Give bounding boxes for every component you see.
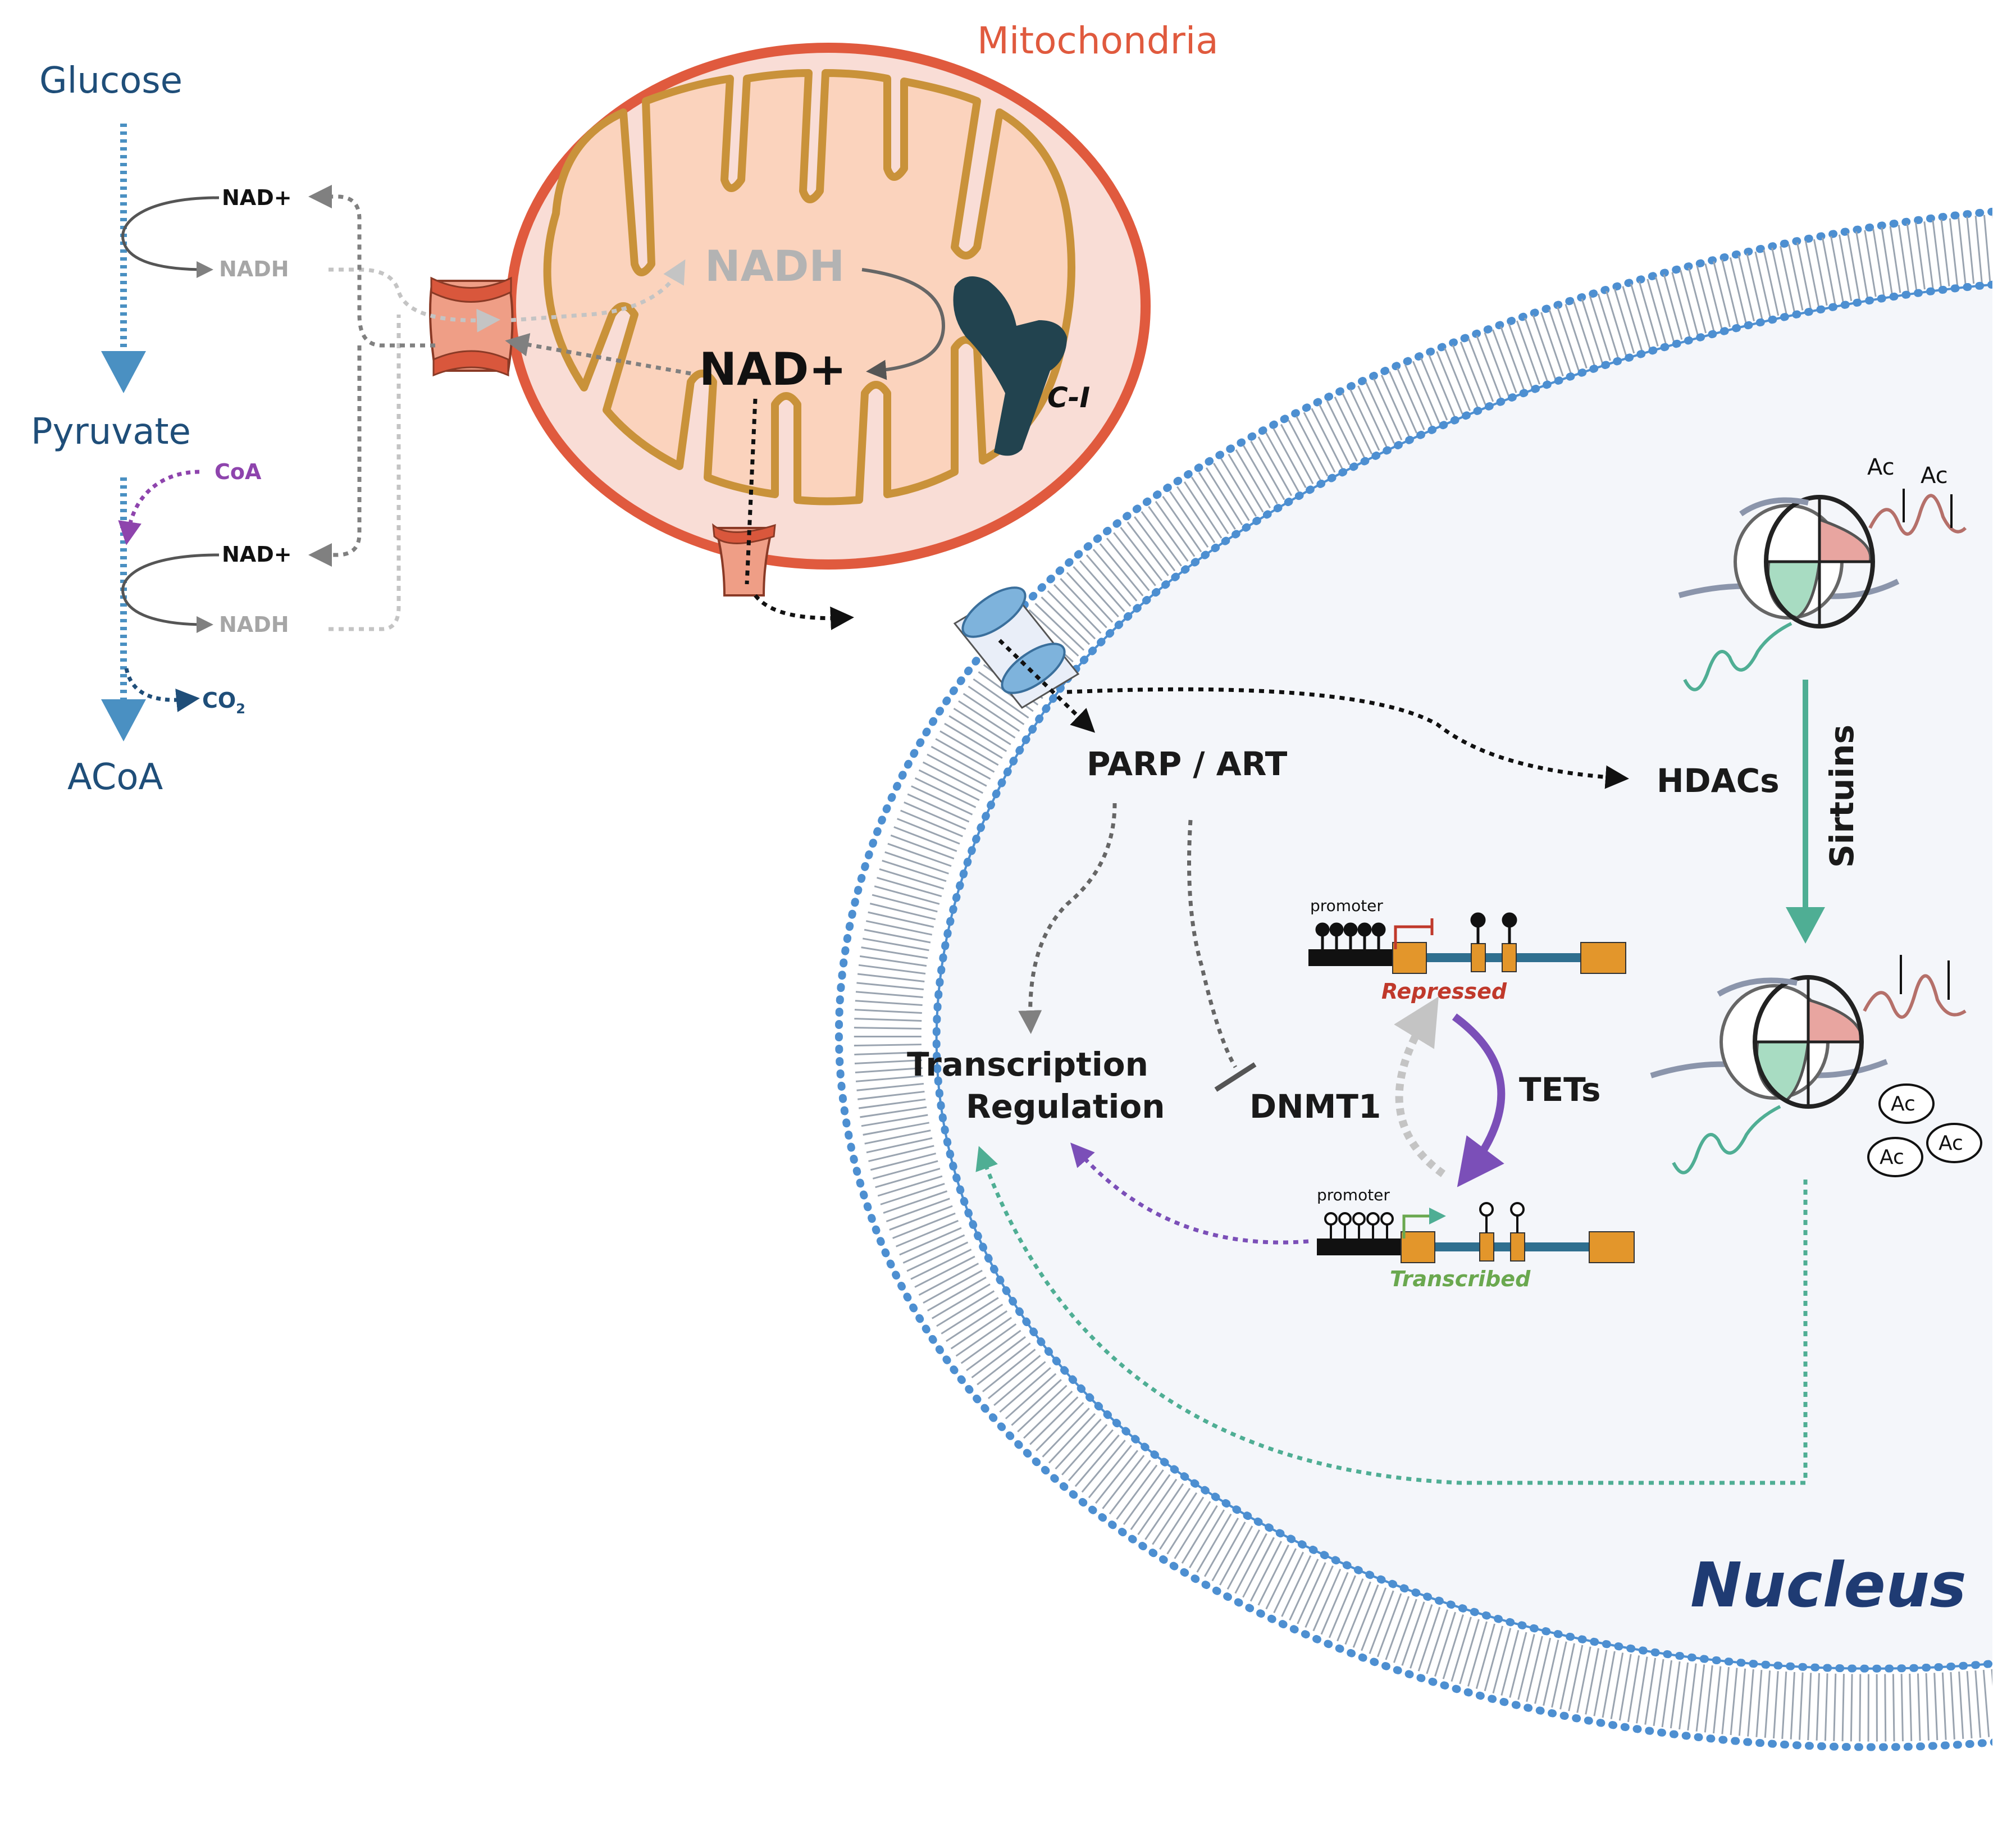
nucleus (834, 207, 1992, 1751)
label-hdacs: HDACs (1657, 762, 1780, 800)
inhibit-parp-dnmt1 (1187, 819, 1238, 1068)
co2-sub: 2 (236, 701, 245, 717)
label-ac-free-1: Ac (1891, 1092, 1915, 1115)
arrow-parp-to-transcription (1018, 803, 1117, 1034)
label-pyruvate: Pyruvate (31, 411, 191, 453)
unmethyl-marks-transcribed (1324, 1202, 1525, 1238)
nad-nadh-loop-top (121, 196, 220, 278)
mitochondrion (506, 43, 1151, 570)
label-promoter-top: promoter (1310, 896, 1383, 915)
ac-bubble-3 (1926, 1123, 1982, 1163)
label-ac-top-2: Ac (1921, 463, 1948, 489)
co2-arrow (124, 668, 200, 712)
label-ac-free-2: Ac (1880, 1146, 1904, 1169)
mito-transporter-left (429, 276, 514, 377)
label-dnmt1: DNMT1 (1249, 1087, 1381, 1126)
nad-nadh-loop-mid (121, 553, 220, 633)
label-nucleus: Nucleus (1690, 1549, 1967, 1621)
label-parp: PARP / ART (1087, 745, 1288, 783)
arrow-tets (1452, 1013, 1506, 1187)
label-nadh-mid: NADH (219, 612, 289, 637)
pathway-arrowhead-1 (101, 351, 146, 393)
inhibit-bar-dnmt1 (1214, 1062, 1257, 1092)
glycolysis-pathway (101, 124, 220, 741)
gene-repressed (1308, 912, 1626, 974)
text-labels: Glucose Pyruvate ACoA NAD+ NADH CoA NAD+… (31, 19, 1967, 1621)
arrow-nad-to-bottom-transporter (745, 398, 758, 585)
label-transcription-line2: Regulation (966, 1087, 1165, 1126)
label-nad-top: NAD+ (222, 185, 292, 210)
arrow-dnmt1-cycle (1394, 996, 1446, 1177)
shuttle-arrows (308, 185, 1629, 789)
arrow-mito-to-nad-top (308, 185, 435, 348)
nuclear-pore (953, 586, 1080, 709)
arrow-histone-to-regulation (975, 1146, 1808, 1485)
arrow-mito-to-pore (754, 594, 854, 630)
nuclear-envelope-inner-line (935, 283, 1992, 1670)
label-ac-free-3: Ac (1939, 1132, 1963, 1155)
nuclear-arrows (975, 680, 1825, 1485)
arrow-nadh-mid-to-mito (329, 315, 401, 631)
label-transcription-line1: Transcription (907, 1045, 1148, 1083)
label-nadh-top: NADH (219, 257, 289, 281)
label-promoter-bottom: promoter (1317, 1186, 1390, 1204)
label-sirtuins: Sirtuins (1823, 725, 1861, 868)
label-nad-mid: NAD+ (222, 542, 292, 567)
gene-transcribed (1317, 1202, 1635, 1263)
label-complex1: C-I (1047, 381, 1090, 414)
nuclear-envelope-outer (834, 207, 1992, 1751)
label-ac-top-1: Ac (1867, 454, 1895, 480)
arrow-nadh-to-nad-ci (861, 268, 946, 380)
label-transcribed: Transcribed (1390, 1267, 1531, 1291)
label-mitochondria: Mitochondria (977, 19, 1219, 62)
label-coa: CoA (215, 459, 262, 484)
coa-arrow (118, 470, 200, 545)
nucleosome-deacetylated (1650, 955, 1982, 1177)
complex-i (953, 276, 1067, 456)
label-mito-nadh: NADH (705, 241, 845, 291)
label-acoa: ACoA (67, 757, 163, 798)
nucleosome-acetylated (1678, 489, 1967, 691)
label-co2: CO2 (202, 688, 245, 717)
repressed-tss (1394, 918, 1434, 949)
arrowhead-sirtuins (1786, 907, 1825, 944)
arrow-nadh-to-mito (329, 267, 500, 333)
label-mito-nad: NAD+ (699, 343, 846, 395)
co2-main: CO (202, 688, 236, 713)
methyl-marks-repressed (1315, 912, 1517, 949)
ac-bubble-2 (1867, 1137, 1923, 1177)
label-tets: TETs (1519, 1071, 1601, 1109)
arrow-pore-to-hdacs (1066, 687, 1629, 789)
label-glucose: Glucose (39, 60, 183, 102)
arrow-mito-to-nad-mid (308, 345, 362, 567)
label-repressed: Repressed (1381, 979, 1507, 1004)
nuclear-envelope-lipids (854, 214, 1992, 1742)
mito-transporter-bottom (712, 523, 776, 597)
arrow-mito-inside-nadh (510, 259, 686, 322)
ac-bubble-1 (1878, 1083, 1935, 1124)
pathway-arrowhead-2 (101, 699, 146, 741)
transcribed-tss-arrow (1402, 1208, 1446, 1238)
